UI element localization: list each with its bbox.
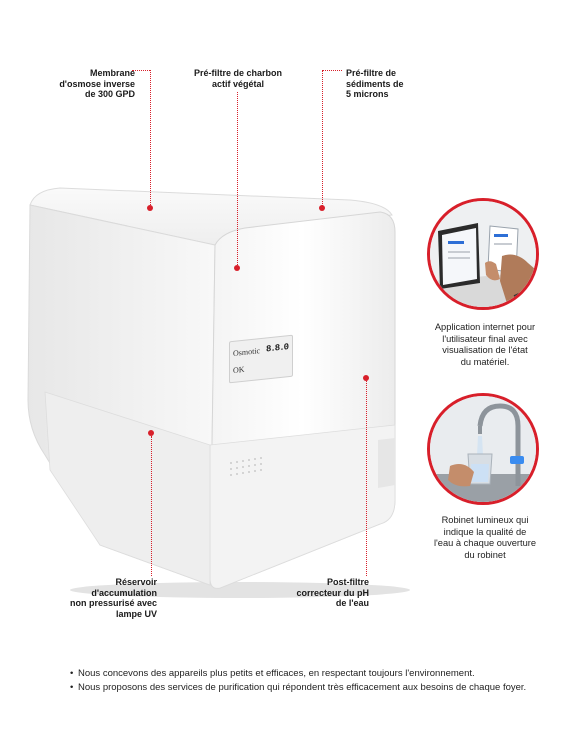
faucet-icon [430,396,536,502]
caption-line: du matériel. [460,356,510,367]
display-brand: Osmotic [233,346,261,358]
label-line: de l'eau [335,598,369,608]
leader-line [150,70,151,207]
label-line: Membrane [89,68,135,78]
label-line: d'accumulation [91,587,157,598]
leader-line [237,92,238,267]
label-line: de 300 GPD [84,89,135,99]
caption-line: l'utilisateur final avec [442,333,528,344]
label-line: 5 microns [346,89,389,99]
caption-app: Application internet pour l'utilisateur … [420,322,550,368]
label-membrane: Membrane d'osmose inverse de 300 GPD [40,68,135,100]
label-line: Pré-filtre de [346,68,397,78]
caption-line: visualisation de l'état [442,345,528,355]
leader-line [366,381,367,576]
label-postfilter: Post-filtre correcteur du pH de l'eau [275,577,369,609]
leader-line [322,70,323,208]
caption-line: indique la qualité de [443,526,527,537]
leader-line [322,70,342,71]
bullet-item: Nous concevons des appareils plus petits… [70,668,540,680]
display-digits: 8.8.0 [266,342,289,355]
bullet-list: Nous concevons des appareils plus petits… [70,668,540,696]
label-line: Réservoir [115,577,157,587]
caption-line: l'eau à chaque ouverture [433,538,537,548]
leader-line [132,70,150,71]
marker-dot-membrane [147,205,153,211]
label-reservoir: Réservoir d'accumulation non pressurisé … [55,577,157,619]
marker-dot-postfilter [363,375,369,381]
faucet-image [427,393,539,505]
label-line: actif végétal [211,78,265,89]
leader-line [151,436,152,576]
label-line: sédiments de [346,78,404,89]
marker-dot-carbon [234,265,240,271]
label-line: correcteur du pH [296,587,369,598]
label-sediment: Pré-filtre de sédiments de 5 microns [346,68,436,100]
bullet-item: Nous proposons des services de purificat… [70,682,540,694]
label-line: Pré-filtre de charbon [193,68,283,78]
marker-dot-sediment [319,205,325,211]
label-line: lampe UV [115,608,157,619]
caption-faucet: Robinet lumineux qui indique la qualité … [420,515,550,561]
label-line: Post-filtre [326,577,369,587]
tablet-hand-icon [430,201,536,307]
label-line: d'osmose inverse [59,78,135,89]
label-line: non pressurisé avec [69,598,157,608]
caption-line: Robinet lumineux qui [441,515,529,525]
label-carbon: Pré-filtre de charbon actif végétal [178,68,298,89]
marker-dot-reservoir [148,430,154,436]
caption-line: Application internet pour [434,322,536,332]
device-display: Osmotic OK 8.8.0 [229,334,293,384]
display-status: OK [233,364,245,375]
app-tablet-image [427,198,539,310]
caption-line: du robinet [464,549,506,560]
